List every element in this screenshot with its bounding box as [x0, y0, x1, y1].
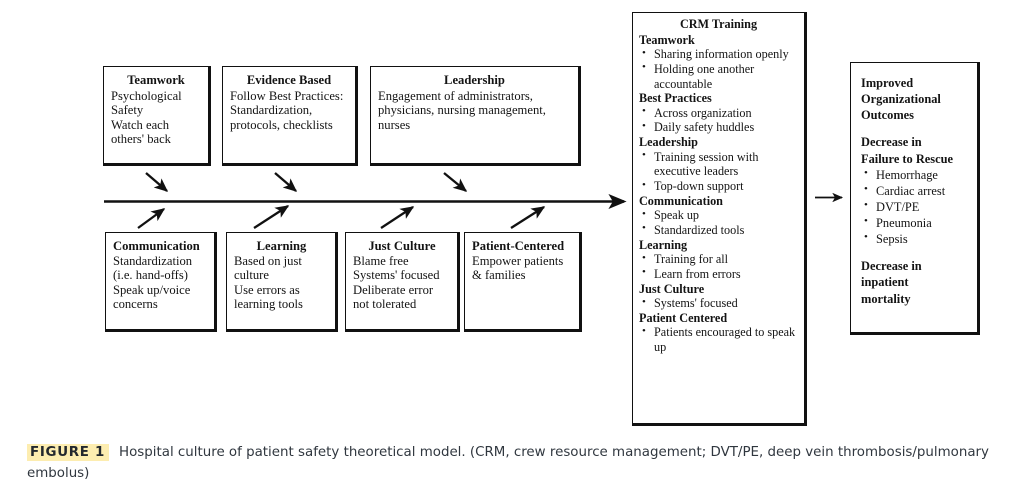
- outcomes-heading-line-2: Organizational: [861, 92, 941, 107]
- crm-group-heading-patient-centered: Patient Centered: [639, 310, 728, 325]
- box-improved-organizational-outcomes: Improved Organizational Outcomes Decreas…: [850, 62, 978, 333]
- outcomes-bullet: Pneumonia: [861, 214, 971, 231]
- box-teamwork-line-4: others' back: [111, 132, 171, 147]
- box-learning: Learning Based on just culture Use error…: [226, 232, 336, 330]
- box-just-culture-line-4: not tolerated: [353, 297, 417, 312]
- box-learning-line-1: Based on just: [234, 253, 302, 268]
- figure-caption-text: Hospital culture of patient safety theor…: [27, 445, 989, 481]
- box-teamwork-line-2: Safety: [111, 103, 144, 118]
- crm-bullet: Patients encouraged to speak up: [639, 325, 798, 354]
- crm-group-list-teamwork: Sharing information openly Holding one a…: [639, 47, 798, 91]
- outcomes-heading-line-3: Outcomes: [861, 108, 914, 123]
- box-evidence-based-line-3: protocols, checklists: [230, 117, 333, 132]
- box-teamwork: Teamwork Psychological Safety Watch each…: [103, 66, 209, 164]
- outcomes-bullet: Cardiac arrest: [861, 182, 971, 199]
- box-learning-line-3: Use errors as: [234, 282, 300, 297]
- crm-bullet: Daily safety huddles: [639, 120, 798, 135]
- box-communication-line-2: (i.e. hand-offs): [113, 268, 188, 283]
- crm-bullet: Holding one another accountable: [639, 61, 798, 91]
- outcomes-spacer-2: [861, 247, 971, 258]
- crm-group-heading-just-culture: Just Culture: [639, 281, 705, 296]
- up-arrow-patient-centered: [510, 206, 546, 229]
- crm-group-heading-communication: Communication: [639, 193, 723, 208]
- crm-group-heading-leadership: Leadership: [639, 135, 698, 150]
- box-teamwork-line-1: Psychological: [111, 88, 182, 103]
- crm-bullet: Training for all: [639, 252, 798, 267]
- outcomes-bullet: Hemorrhage: [861, 166, 971, 183]
- box-patient-centered-line-1: Empower patients: [472, 253, 564, 268]
- diagram-canvas: Teamwork Psychological Safety Watch each…: [0, 0, 1024, 435]
- down-arrow-evidence: [274, 172, 298, 192]
- box-patient-centered-line-2: & families: [472, 268, 526, 283]
- box-leadership: Leadership Engagement of administrators,…: [370, 66, 579, 164]
- box-learning-title: Learning: [256, 239, 307, 253]
- outcomes-bullet: DVT/PE: [861, 198, 971, 215]
- box-communication-line-3: Speak up/voice: [113, 282, 191, 297]
- crm-bullet: Training session with executive leaders: [639, 149, 798, 179]
- box-evidence-based-line-1: Follow Best Practices:: [230, 88, 344, 103]
- up-arrow-learning: [253, 205, 290, 229]
- outcomes-footer-line-1: Decrease in: [861, 259, 922, 274]
- crm-bullet: Systems' focused: [639, 296, 798, 311]
- box-just-culture-line-3: Deliberate error: [353, 282, 434, 297]
- box-communication-line-1: Standardization: [113, 253, 193, 268]
- up-arrow-communication: [137, 208, 166, 229]
- outcomes-spacer-1: [861, 123, 971, 134]
- box-crm-training: CRM Training Teamwork Sharing informatio…: [632, 12, 805, 424]
- crm-training-title: CRM Training: [679, 17, 758, 31]
- box-learning-line-4: learning tools: [234, 297, 303, 312]
- crm-bullet: Top-down support: [639, 179, 798, 194]
- crm-group-list-learning: Training for all Learn from errors: [639, 252, 798, 281]
- box-evidence-based: Evidence Based Follow Best Practices: St…: [222, 66, 356, 164]
- box-just-culture: Just Culture Blame free Systems' focused…: [345, 232, 458, 330]
- box-evidence-based-line-2: Standardization,: [230, 103, 313, 118]
- outcomes-section-heading-line-1: Decrease in: [861, 135, 922, 150]
- outcomes-footer-line-2: inpatient: [861, 275, 909, 290]
- box-evidence-based-title: Evidence Based: [246, 73, 332, 87]
- crm-bullet: Across organization: [639, 105, 798, 121]
- box-teamwork-title: Teamwork: [127, 73, 185, 87]
- outcomes-bullet-list: Hemorrhage Cardiac arrest DVT/PE Pneumon…: [861, 166, 971, 248]
- box-communication-line-4: concerns: [113, 297, 158, 312]
- box-patient-centered-title: Patient-Centered: [472, 239, 565, 253]
- box-leadership-title: Leadership: [444, 73, 505, 87]
- up-arrow-just-culture: [380, 206, 415, 229]
- crm-bullet: Sharing information openly: [639, 47, 798, 62]
- outcomes-bullet: Sepsis: [861, 230, 971, 247]
- box-just-culture-line-2: Systems' focused: [353, 268, 440, 283]
- box-communication: Communication Standardization (i.e. hand…: [105, 232, 215, 330]
- box-learning-line-2: culture: [234, 268, 269, 283]
- crm-group-list-best-practices: Across organization Daily safety huddles: [639, 105, 798, 135]
- outcomes-heading-line-1: Improved: [861, 76, 914, 90]
- outcomes-section-heading-line-2: Failure to Rescue: [861, 151, 953, 166]
- crm-bullet: Standardized tools: [639, 222, 798, 238]
- down-arrow-leadership: [443, 172, 468, 192]
- box-communication-title: Communication: [113, 239, 200, 253]
- box-just-culture-line-1: Blame free: [353, 253, 409, 268]
- crm-group-heading-best-practices: Best Practices: [639, 91, 712, 106]
- down-arrow-teamwork: [145, 172, 169, 192]
- crm-group-list-communication: Speak up Standardized tools: [639, 208, 798, 237]
- box-leadership-line-3: nurses: [378, 117, 411, 132]
- box-teamwork-line-3: Watch each: [111, 117, 170, 132]
- outcomes-footer-line-3: mortality: [861, 291, 911, 306]
- box-leadership-line-2: physicians, nursing management,: [378, 103, 546, 118]
- crm-group-heading-teamwork: Teamwork: [639, 32, 695, 47]
- crm-bullet: Speak up: [639, 208, 798, 223]
- figure-label: FIGURE 1: [27, 444, 110, 461]
- crm-group-heading-learning: Learning: [639, 237, 688, 252]
- crm-group-list-just-culture: Systems' focused: [639, 296, 798, 311]
- crm-bullet: Learn from errors: [639, 266, 798, 282]
- box-just-culture-title: Just Culture: [368, 239, 436, 253]
- crm-group-list-patient-centered: Patients encouraged to speak up: [639, 325, 798, 354]
- box-patient-centered: Patient-Centered Empower patients & fami…: [464, 232, 580, 330]
- crm-group-list-leadership: Training session with executive leaders …: [639, 149, 798, 194]
- box-leadership-line-1: Engagement of administrators,: [378, 88, 533, 103]
